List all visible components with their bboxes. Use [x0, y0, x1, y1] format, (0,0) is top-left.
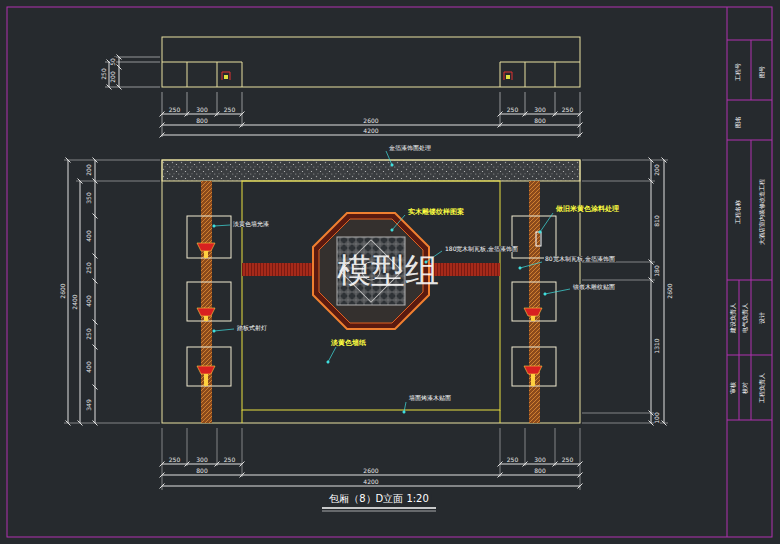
dimension-text: 250 [506, 457, 519, 463]
dimension-text: 4200 [362, 128, 379, 134]
dimension-text: 2400 [72, 293, 78, 310]
dimension-text: 250 [86, 261, 92, 274]
dimension-text: 250 [506, 107, 519, 113]
title-block-text: 图名 [735, 115, 741, 129]
material-note: 180宽木制瓦板,金箔漆饰面 [444, 246, 519, 252]
dimension-text: 300 [533, 457, 546, 463]
title-block-text: 工程负责人 [759, 372, 765, 404]
dimension-text: 800 [195, 468, 208, 474]
title-block-text: 图号 [759, 65, 765, 79]
material-note: 金箔漆饰面处理 [388, 145, 432, 151]
dimension-text: 2600 [362, 118, 379, 124]
dimension-text: 800 [195, 118, 208, 124]
dimension-text: 200 [86, 163, 92, 176]
dimension-text: 810 [654, 214, 660, 227]
title-block-text: 审核 [730, 381, 736, 395]
dimension-text: 400 [86, 294, 92, 307]
dimension-text: 2600 [667, 282, 673, 299]
dimension-text: 250 [561, 457, 574, 463]
material-note: 实木雕镂纹样图案 [407, 209, 465, 216]
dimension-text: 2600 [60, 282, 66, 299]
dimension-text: 4200 [362, 479, 379, 485]
dimension-text: 800 [533, 468, 546, 474]
dimension-text: 100 [654, 411, 660, 424]
dimension-text: 250 [168, 107, 181, 113]
title-block-text: 工程号 [735, 62, 741, 82]
title-block-text: 大酒店室内装修改造工程 [759, 178, 765, 246]
dimension-text: 349 [86, 398, 92, 411]
dimension-text: 800 [533, 118, 546, 124]
dimension-text: 180 [654, 264, 660, 277]
dimension-text: 50 [110, 57, 116, 67]
dimension-text: 300 [195, 107, 208, 113]
drawing-caption: 包厢（8）D立面 1:20 [327, 494, 431, 504]
material-note: 做旧米黄色涂料处理 [555, 206, 620, 213]
title-block-text: 校对 [742, 381, 748, 395]
material-note: 淡黄色墙光漆 [232, 221, 270, 227]
watermark: 模型组 [336, 253, 440, 287]
title-block-text: 工程名称 [735, 199, 741, 225]
dimension-text: 250 [223, 457, 236, 463]
dimension-text: 250 [561, 107, 574, 113]
material-note: 踏板式射灯 [236, 325, 268, 331]
dimension-text: 2600 [362, 468, 379, 474]
dimension-text: 250 [86, 327, 92, 340]
dimension-text: 300 [195, 457, 208, 463]
dimension-text: 200 [110, 70, 116, 83]
dimension-text: 350 [86, 191, 92, 204]
dimension-text: 250 [223, 107, 236, 113]
material-note: 80宽木制瓦板,金箔漆饰面 [544, 256, 616, 262]
dimension-text: 250 [101, 67, 107, 80]
material-note: 淡黄色墙纸 [330, 340, 367, 347]
dimension-text: 400 [86, 360, 92, 373]
dimension-text: 400 [86, 229, 92, 242]
dimension-text: 1310 [654, 337, 660, 354]
title-block-text: 设计 [759, 311, 765, 325]
dimension-text: 200 [654, 163, 660, 176]
material-note: 镶嵌木雕纹贴面 [572, 284, 616, 290]
dimension-text: 300 [533, 107, 546, 113]
dimension-text: 250 [168, 457, 181, 463]
title-block-text: 建设负责人 [730, 302, 736, 334]
title-block-text: 电气负责人 [742, 302, 748, 334]
material-note: 墙面烤漆木贴面 [408, 395, 452, 401]
